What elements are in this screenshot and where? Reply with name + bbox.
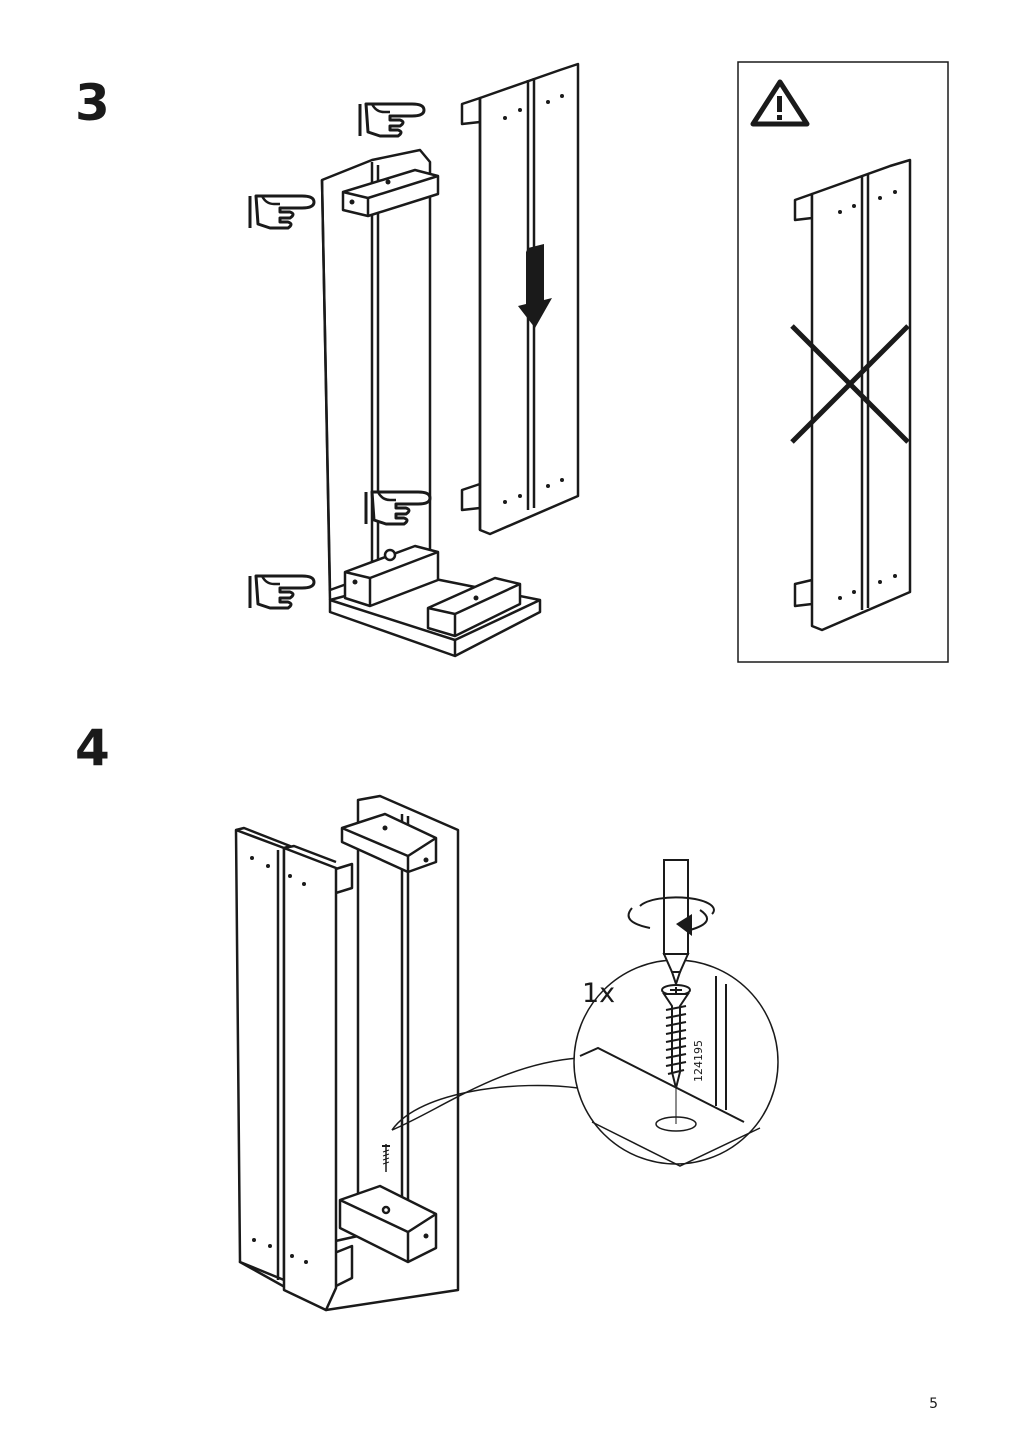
step-4-illustration [234,794,460,1312]
pointing-hand-icon [248,194,316,230]
step-4-number: 4 [75,719,110,777]
pointing-hand-icon [248,574,316,610]
screwdriver-icon [627,859,715,988]
screw-part-number: 124195 [692,1040,705,1082]
step-3-illustration [320,62,580,658]
quantity-label: 1x [582,978,615,1009]
warning-triangle-icon [750,79,810,127]
page-number: 5 [929,1396,938,1412]
cross-out-icon [790,324,910,444]
screw-icon [661,984,691,1089]
warning-box [737,61,949,663]
pointing-hand-icon [358,102,426,138]
step-3-number: 3 [75,74,110,132]
